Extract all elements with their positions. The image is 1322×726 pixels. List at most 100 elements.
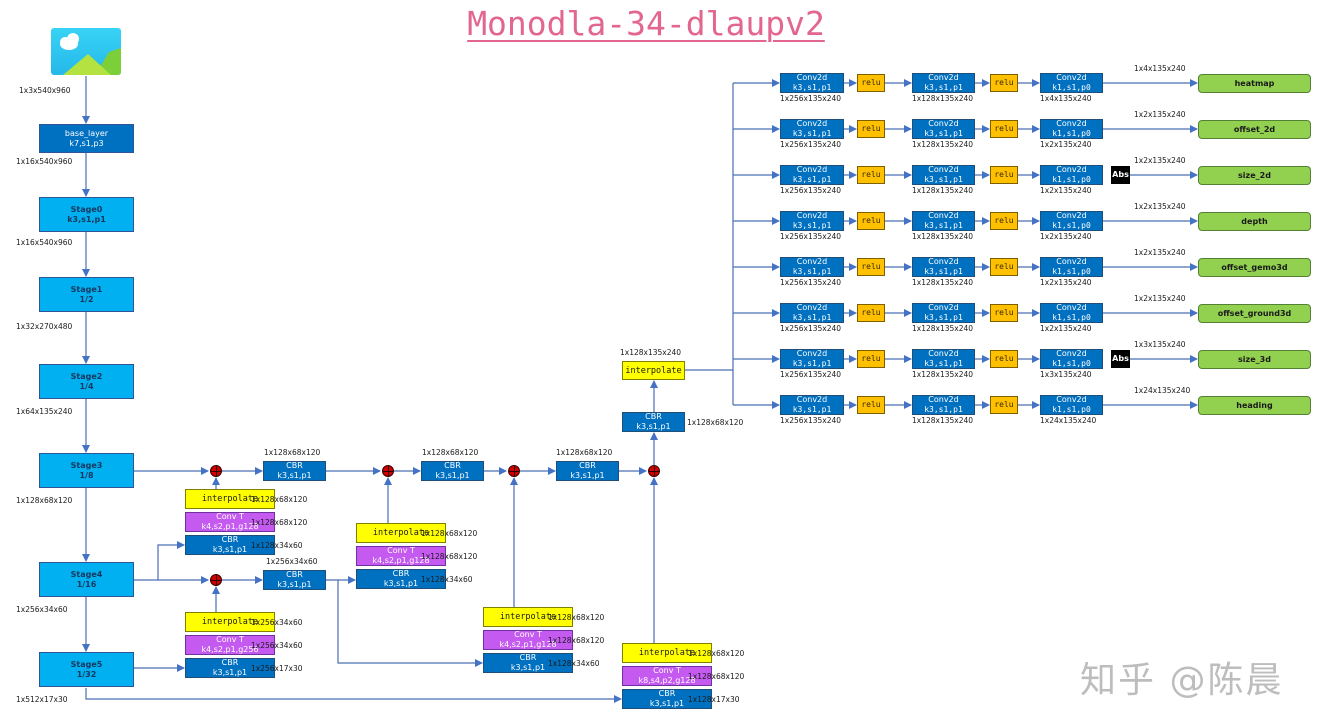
head-output-size-2d: size_2d xyxy=(1198,166,1311,185)
interpolate-block-name: interpolate xyxy=(372,528,430,538)
head-relu-block-name: relu xyxy=(861,354,881,363)
head-output-offset-gemo3d-name: offset_gemo3d xyxy=(1221,262,1288,272)
head-output-offset-2d: offset_2d xyxy=(1198,120,1311,139)
backbone-block-stage4-name: Stage4 xyxy=(70,569,103,579)
head-relu-block-name: relu xyxy=(994,308,1014,317)
head-conv-shape-label: 1x128x135x240 xyxy=(912,370,974,379)
head-conv2d-block-name: Conv2d xyxy=(928,257,959,266)
head-conv2d-block-name: Conv2d xyxy=(1056,257,1087,266)
interpolate-block: interpolate xyxy=(622,643,712,663)
head-abs-block: Abs xyxy=(1111,166,1130,184)
cbr-block-params: k3,s1,p1 xyxy=(277,580,312,589)
head-conv-shape-label: 1x4x135x240 xyxy=(1040,94,1092,103)
head-conv2d-block-name: Conv2d xyxy=(928,73,959,82)
head-output-depth: depth xyxy=(1198,212,1311,231)
head-conv2d-block-params: k1,s1,p0 xyxy=(1052,313,1091,322)
head-conv-shape-label: 1x128x135x240 xyxy=(912,94,974,103)
backbone-shape-label: 1x32x270x480 xyxy=(16,322,73,331)
head-output-shape-label: 1x2x135x240 xyxy=(1134,202,1186,211)
wire-cbrb-up4cbr xyxy=(337,580,483,667)
backbone-block-stage2-params: 1/4 xyxy=(79,381,94,391)
head-output-heading: heading xyxy=(1198,396,1311,415)
interpolate-shape-label: 1x128x68x120 xyxy=(251,495,308,504)
head-conv2d-block-name: Conv2d xyxy=(1056,395,1087,404)
cbr-block-params: k3,s1,p1 xyxy=(212,668,248,677)
head-output-offset-gemo3d: offset_gemo3d xyxy=(1198,258,1311,277)
interpolate-block-name: interpolate xyxy=(201,494,259,504)
head-conv2d-block-name: Conv2d xyxy=(796,303,828,312)
head-output-heading-name: heading xyxy=(1236,400,1273,410)
cbr-shape-label: 1x128x34x60 xyxy=(251,541,303,550)
head-conv2d-block-params: k3,s1,p1 xyxy=(792,359,832,368)
conv-transpose-block-params: k4,s2,p1,g128 xyxy=(372,556,430,565)
interpolate-shape-label: 1x128x135x240 xyxy=(620,348,682,357)
cbr-shape-label: 1x128x17x30 xyxy=(688,695,740,704)
head-conv2d-block-params: k3,s1,p1 xyxy=(924,405,963,414)
conv-transpose-block-name: Conv T xyxy=(514,630,542,639)
cbr-block-params: k3,s1,p1 xyxy=(649,699,685,708)
head-relu-block: relu xyxy=(857,396,885,414)
interpolate-shape-label: 1x128x68x120 xyxy=(421,529,478,538)
head-relu-block-name: relu xyxy=(861,216,881,225)
interpolate-block-name: interpolate xyxy=(638,648,696,658)
add-node xyxy=(648,465,660,477)
cbr-shape-label: 1x256x34x60 xyxy=(266,557,318,566)
head-conv-shape-label: 1x128x135x240 xyxy=(912,278,974,287)
input-image-icon xyxy=(51,28,121,75)
head-conv-shape-label: 1x128x135x240 xyxy=(912,324,974,333)
head-conv2d-block-name: Conv2d xyxy=(796,349,828,358)
cbr-shape-label: 1x128x68x120 xyxy=(264,448,321,457)
conv-transpose-shape-label: 1x128x68x120 xyxy=(548,636,605,645)
head-output-size-2d-name: size_2d xyxy=(1238,170,1271,180)
head-conv-shape-label: 1x256x135x240 xyxy=(780,232,842,241)
cbr-block-params: k3,s1,p1 xyxy=(435,471,470,480)
head-abs-block-name: Abs xyxy=(1112,354,1129,363)
backbone-shape-label: 1x16x540x960 xyxy=(16,238,73,247)
head-conv2d-block-params: k3,s1,p1 xyxy=(924,175,963,184)
head-conv-shape-label: 1x256x135x240 xyxy=(780,370,842,379)
head-conv-shape-label: 1x2x135x240 xyxy=(1040,186,1092,195)
wire-stage4-up1cbr xyxy=(157,541,185,580)
cbr-shape-label: 1x128x68x120 xyxy=(556,448,613,457)
conv-transpose-block-params: k8,s4,p2,g128 xyxy=(638,676,696,685)
input-shape-label: 1x3x540x960 xyxy=(19,86,71,95)
cbr-shape-label: 1x128x68x120 xyxy=(422,448,479,457)
head-conv2d-block-params: k1,s1,p0 xyxy=(1052,405,1091,414)
conv-transpose-shape-label: 1x128x68x120 xyxy=(688,672,745,681)
backbone-shape-label: 1x128x68x120 xyxy=(16,496,73,505)
cbr-block-name: CBR xyxy=(519,653,537,662)
head-conv-shape-label: 1x2x135x240 xyxy=(1040,278,1092,287)
head-relu-block: relu xyxy=(857,212,885,230)
head-conv2d-block-name: Conv2d xyxy=(796,257,828,266)
add-node xyxy=(508,465,520,477)
cbr-block-name: CBR xyxy=(392,569,410,578)
conv-transpose-block-name: Conv T xyxy=(653,666,681,675)
backbone-block-stage5-name: Stage5 xyxy=(70,659,103,669)
cbr-block-params: k3,s1,p1 xyxy=(383,579,419,588)
head-conv2d-block-name: Conv2d xyxy=(1056,349,1087,358)
head-conv2d-block-name: Conv2d xyxy=(1056,165,1087,174)
head-conv2d-block-params: k1,s1,p0 xyxy=(1052,83,1091,92)
head-relu-block: relu xyxy=(857,258,885,276)
conv-transpose-block-name: Conv T xyxy=(216,635,244,644)
backbone-block-stage1-params: 1/2 xyxy=(79,294,94,304)
head-conv2d-block-params: k3,s1,p1 xyxy=(792,175,832,184)
conv-transpose-shape-label: 1x128x68x120 xyxy=(421,552,478,561)
